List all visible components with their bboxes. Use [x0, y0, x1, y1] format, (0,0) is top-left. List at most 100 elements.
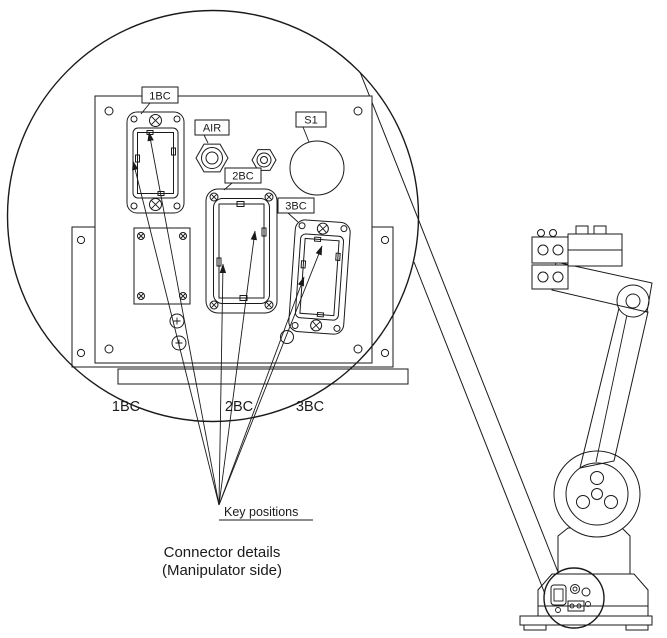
screw [209, 192, 219, 202]
base-screw [585, 601, 591, 607]
connector-3bc-frame [294, 233, 345, 321]
robot-shoulder-bolt [576, 495, 590, 509]
robot-foot [625, 624, 649, 631]
wrist-connector-port [552, 271, 564, 283]
key-arrow-2bc-side [218, 263, 227, 506]
corner-screw [340, 225, 348, 233]
robot-wrist-fitting [593, 225, 607, 235]
key-arrow-2bc-top [218, 230, 258, 506]
screw-slot [180, 293, 186, 299]
flange-hole [380, 348, 390, 358]
key-position-leaders [132, 131, 323, 506]
aux-fitting [251, 149, 277, 171]
screw-slot [265, 301, 273, 309]
connector-1bc-shell [126, 111, 185, 214]
key-notch [335, 252, 341, 261]
robot-shoulder-hub [591, 488, 603, 500]
screw [209, 300, 219, 310]
panel-hole [353, 106, 363, 116]
screw [264, 192, 274, 202]
connector-3bc [288, 219, 351, 335]
corner-screw [333, 324, 341, 332]
fitting-bore [201, 147, 223, 169]
robot-shoulder-joint [553, 450, 641, 538]
callout-line-upper [359, 71, 559, 573]
screw-slot [318, 224, 328, 234]
hose-fitting [549, 229, 557, 237]
connector-2bc [205, 188, 278, 314]
flange-hole [76, 348, 86, 358]
base-detail-circle [543, 567, 605, 629]
callout-line-lower [413, 261, 546, 595]
key-arrow-1bc-top [147, 131, 220, 506]
screw-slot [210, 193, 218, 201]
screw [316, 222, 329, 235]
robot-shoulder-bolt [590, 471, 604, 485]
bottom-label-2bc: 2BC [225, 399, 253, 415]
label-1bc: 1BC [140, 86, 179, 115]
connector-panel [71, 95, 409, 385]
base-port-inner [572, 586, 578, 592]
screw [179, 232, 187, 240]
label-box [194, 119, 230, 136]
label-box [224, 167, 262, 184]
label-s1: S1 [295, 111, 327, 143]
key-notch [236, 201, 245, 207]
small-hole [169, 313, 185, 329]
label-leader [223, 182, 233, 191]
label-leader [287, 212, 299, 223]
key-positions-label: Key positions [224, 505, 298, 519]
base-port-inner [576, 603, 582, 609]
screw-slot [265, 193, 273, 201]
base-port [581, 587, 591, 597]
connector-1bc [126, 111, 185, 214]
screw-slot [210, 301, 218, 309]
bottom-label-1bc: 1BC [112, 399, 140, 415]
blank-plate [133, 227, 191, 305]
hole-s1 [289, 140, 345, 196]
bottom-label-3bc: 3BC [296, 399, 324, 415]
key-notch [316, 311, 325, 318]
hex-nut [195, 143, 229, 173]
corner-screw [298, 222, 306, 230]
robot-foot [523, 624, 547, 631]
screw [149, 114, 162, 127]
magnifier-callout-lines [359, 71, 559, 595]
key-notch [261, 227, 267, 237]
flange-hole [76, 235, 86, 245]
s1-opening [289, 140, 345, 196]
wrist-connector-port [537, 271, 549, 283]
key-notch [313, 236, 322, 243]
screw [137, 292, 145, 300]
label-2bc: 2BC [223, 167, 262, 191]
wrist-connector-block [531, 236, 569, 264]
robot-shoulder-inner [565, 462, 629, 526]
panel-base-strip [117, 368, 409, 385]
label-box [295, 111, 327, 128]
base-port [570, 584, 580, 594]
key-notch [239, 295, 248, 301]
connector-2bc-frame [213, 198, 270, 304]
magnifier-circle [6, 9, 420, 423]
label-air: AIR [194, 119, 230, 144]
panel-hole [104, 106, 114, 116]
wrist-connector-block [531, 264, 569, 290]
caption-line1: Connector details [164, 544, 281, 561]
corner-screw [130, 115, 138, 123]
key-notch [171, 147, 176, 156]
connector-3bc-shell [288, 219, 351, 335]
label-s1-text: S1 [304, 115, 317, 127]
base-connector-detail [543, 567, 605, 629]
key-arrow-1bc-side [132, 160, 220, 506]
key-notch [216, 257, 222, 267]
label-leader [302, 126, 310, 143]
robot-illustration [519, 225, 653, 631]
screw-slot [138, 233, 144, 239]
robot-foot-plate [519, 615, 653, 626]
fitting-bore-inner [260, 156, 268, 164]
robot-base [537, 573, 649, 617]
base-screw [555, 607, 561, 613]
blank-plate-face [133, 227, 191, 305]
hose-fitting [537, 229, 545, 237]
